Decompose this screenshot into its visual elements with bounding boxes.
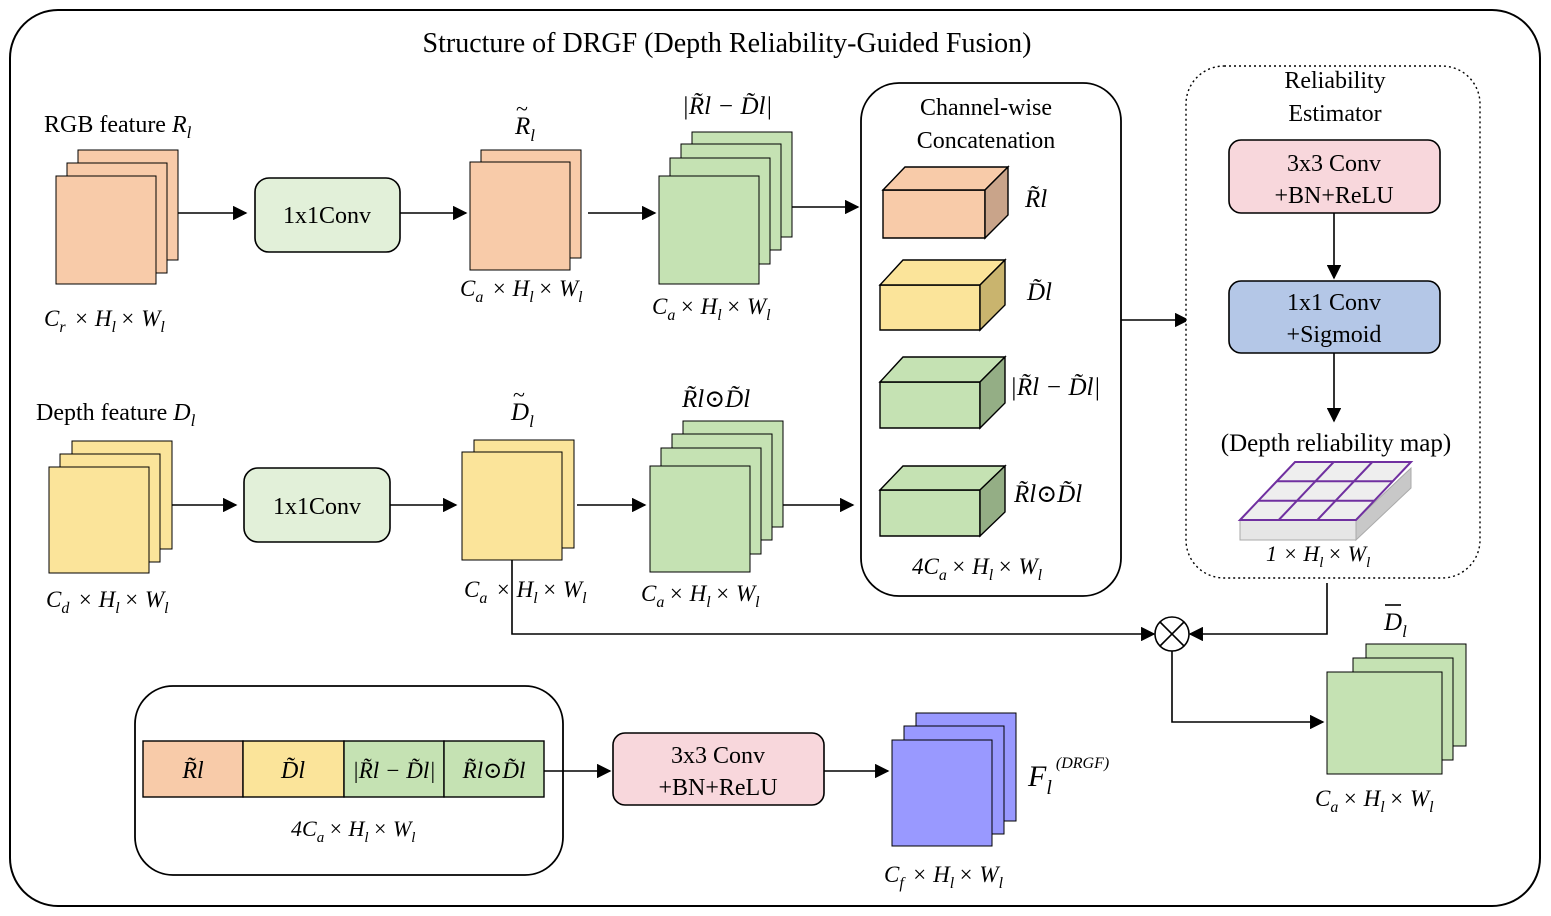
estimator-3x3conv-block: 3x3 Conv +BN+ReLU: [1228, 139, 1441, 214]
prod-dims: Ca× Hl× Wl: [641, 581, 760, 611]
rgb-feature-stack: [55, 149, 179, 285]
prod-label: R̃l⊙D̃l: [681, 386, 750, 413]
svg-text:+BN+ReLU: +BN+ReLU: [1274, 183, 1393, 209]
rgb-feature-label: RGB feature Rl: [44, 112, 192, 142]
svg-text:3x3 Conv: 3x3 Conv: [1287, 151, 1381, 177]
output-dims: Cf× Hl× Wl: [884, 862, 1004, 892]
depth-feature-label: Depth feature Dl: [36, 400, 196, 430]
svg-text:3x3 Conv: 3x3 Conv: [671, 743, 765, 769]
r-tilde-label: Rl: [514, 113, 535, 145]
estimator-title-line1: Reliability: [1284, 68, 1385, 94]
diagram-title: Structure of DRGF (Depth Reliability-Gui…: [423, 28, 1032, 59]
depth-feature-stack: [48, 440, 173, 574]
arrow-multiply-to-dbar: [1171, 651, 1325, 730]
arrow-dtilde-to-multiply: [511, 560, 1156, 642]
reliability-map-label: (Depth reliability map): [1221, 430, 1451, 457]
concat-item-dtilde: D̃l: [1026, 279, 1052, 306]
d-tilde-dims: Ca× Hl× Wl: [464, 577, 587, 607]
concat-title-line2: Concatenation: [917, 128, 1056, 154]
svg-text:+BN+ReLU: +BN+ReLU: [658, 775, 777, 801]
concat-cube-rtilde: [881, 165, 1010, 240]
multiply-node: [1154, 616, 1190, 652]
bottom-segment-rtilde: R̃l: [181, 757, 204, 784]
rgb-feature-dims: Cr× Hl× Wl: [44, 306, 165, 336]
reliability-map-grid: [1237, 461, 1414, 542]
prod-stack: [649, 420, 784, 573]
concat-item-diff: |R̃l − D̃l|: [1010, 374, 1100, 401]
r-tilde-stack: [469, 149, 582, 271]
final-3x3conv-block: 3x3 Conv +BN+ReLU: [612, 732, 825, 806]
bottom-segment-diff: |R̃l − D̃l|: [352, 757, 435, 783]
bottom-segment-prod: R̃l⊙D̃l: [462, 757, 526, 783]
concat-cube-dtilde: [878, 258, 1007, 332]
concat-cube-prod: [878, 464, 1007, 538]
depth-1x1conv-block: 1x1Conv: [243, 467, 391, 543]
rgb-1x1conv-block: 1x1Conv: [254, 177, 401, 253]
r-tilde-mark: ~: [516, 96, 528, 121]
concat-item-prod: R̃l⊙D̃l: [1013, 481, 1082, 508]
depth-feature-dims: Cd× Hl× Wl: [46, 587, 169, 617]
bottom-concat-dims: 4Ca× Hl× Wl: [291, 816, 415, 846]
svg-text:1x1Conv: 1x1Conv: [283, 203, 371, 229]
bottom-concat-strip: [142, 740, 545, 798]
d-tilde-stack: [461, 439, 575, 561]
arrow-estimator-to-multiply: [1188, 583, 1328, 642]
d-tilde-mark: ~: [513, 382, 525, 407]
estimator-title-line2: Estimator: [1288, 101, 1381, 127]
output-stack: [891, 712, 1017, 847]
reliability-map-dims: 1× Hl× Wl: [1266, 541, 1370, 571]
svg-text:+Sigmoid: +Sigmoid: [1287, 322, 1382, 348]
d-bar-dims: Ca× Hl× Wl: [1315, 786, 1434, 816]
diff-dims: Ca× Hl× Wl: [652, 294, 771, 324]
d-bar-stack: [1326, 643, 1467, 775]
concat-title-line1: Channel-wise: [920, 95, 1052, 121]
concat-dims: 4Ca× Hl× Wl: [912, 554, 1043, 584]
bottom-segment-dtilde: D̃l: [280, 757, 305, 784]
r-tilde-dims: Ca× Hl× Wl: [460, 276, 583, 306]
concat-item-rtilde: R̃l: [1024, 186, 1047, 213]
estimator-1x1conv-block: 1x1 Conv +Sigmoid: [1228, 280, 1441, 354]
output-label: Fl(DRGF): [1027, 755, 1109, 799]
d-tilde-label: Dl: [510, 399, 534, 431]
svg-text:1x1 Conv: 1x1 Conv: [1287, 290, 1381, 316]
diff-label: |R̃l − D̃l|: [682, 93, 772, 120]
d-bar-label: Dl: [1383, 609, 1407, 641]
diff-stack: [658, 131, 793, 285]
svg-text:1x1Conv: 1x1Conv: [273, 494, 361, 520]
concat-cube-diff: [878, 355, 1007, 430]
